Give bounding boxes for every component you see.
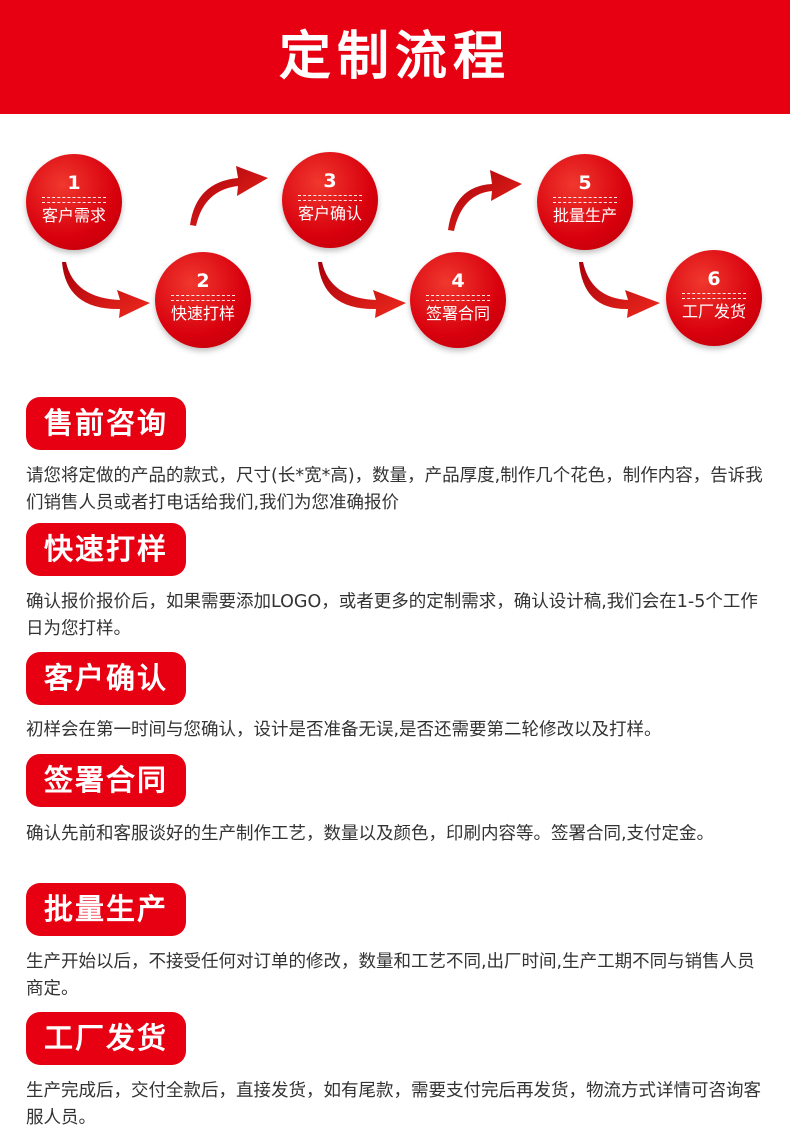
step-label: 签署合同 (425, 304, 490, 323)
step-6-circle: 6 工厂发货 (666, 250, 762, 346)
step-number: 2 (196, 270, 210, 292)
flow-arrows (62, 166, 660, 318)
step-label: 客户需求 (41, 206, 106, 225)
step-1-circle: 1 客户需求 (26, 154, 122, 250)
section-title-presale: 售前咨询 (26, 397, 186, 450)
curved-arrow-icon (190, 166, 268, 226)
section-text-contract: 确认先前和客服谈好的生产制作工艺，数量以及颜色，印刷内容等。签署合同,支付定金。 (26, 824, 715, 844)
header-banner: 定制流程 (0, 0, 790, 114)
section-text-shipping: 生产完成后，交付全款后，直接发货，如有尾款，需要支付完后再发货，物流方式详情可咨… (26, 1081, 761, 1128)
step-number: 6 (707, 268, 721, 290)
curved-arrow-icon (448, 170, 522, 231)
curved-arrow-icon (62, 262, 150, 318)
step-label: 批量生产 (552, 206, 617, 225)
step-label: 客户确认 (297, 204, 362, 223)
process-flow: 1 客户需求 2 快速打样 3 客户确认 4 签署合同 5 批量生产 6 工厂发… (0, 140, 790, 370)
step-3-circle: 3 客户确认 (282, 152, 378, 248)
divider (553, 197, 617, 203)
divider (682, 293, 746, 299)
section-title-shipping: 工厂发货 (26, 1012, 186, 1065)
section-text-confirm: 初样会在第一时间与您确认，设计是否准备无误,是否还需要第二轮修改以及打样。 (26, 720, 662, 740)
divider (426, 295, 490, 301)
divider (171, 295, 235, 301)
step-4-circle: 4 签署合同 (410, 252, 506, 348)
divider (42, 197, 106, 203)
section-text-presale: 请您将定做的产品的款式，尺寸(长*宽*高)，数量，产品厚度,制作几个花色，制作内… (26, 466, 763, 513)
section-title-production: 批量生产 (26, 883, 186, 936)
section-text-production: 生产开始以后，不接受任何对订单的修改，数量和工艺不同,出厂时间,生产工期不同与销… (26, 952, 755, 999)
step-5-circle: 5 批量生产 (537, 154, 633, 250)
section-text-sampling: 确认报价报价后，如果需要添加LOGO，或者更多的定制需求，确认设计稿,我们会在1… (26, 592, 758, 639)
step-2-circle: 2 快速打样 (155, 252, 251, 348)
step-number: 1 (67, 172, 81, 194)
section-title-sampling: 快速打样 (26, 523, 186, 576)
step-number: 4 (451, 270, 465, 292)
step-label: 工厂发货 (681, 302, 746, 321)
step-number: 5 (578, 172, 592, 194)
section-title-contract: 签署合同 (26, 754, 186, 807)
divider (298, 195, 362, 201)
curved-arrow-icon (318, 262, 406, 318)
step-label: 快速打样 (170, 304, 235, 323)
page-title: 定制流程 (278, 27, 511, 87)
step-number: 3 (323, 170, 337, 192)
section-title-confirm: 客户确认 (26, 652, 186, 705)
curved-arrow-icon (579, 262, 660, 318)
